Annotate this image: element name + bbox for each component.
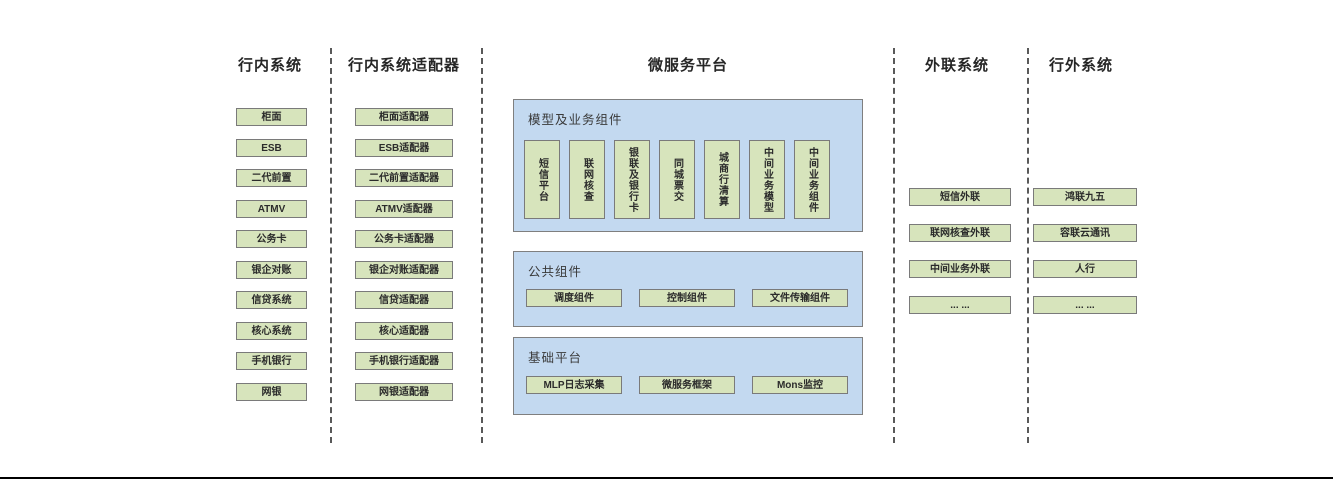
internal-system-box: 网银 (236, 382, 307, 401)
panel-base-platform: 基础平台 MLP日志采集微服务框架 Mons监控 (513, 337, 863, 415)
external-system-box: 人行 (1033, 260, 1137, 278)
internal-system-box: 公务卡 (236, 230, 307, 248)
internal-system-box: ESB (236, 138, 307, 157)
external-systems-list: 鸿联九五容联云通讯人行 ... ... (1033, 188, 1137, 314)
lane-separator (481, 48, 483, 443)
base-platform-box: MLP日志采集 (526, 376, 622, 394)
internal-systems-list: 柜面 ESB 二代前置 ATMV 公务卡银企对账信贷系统核心系统手机银行网银 (236, 108, 307, 401)
panel-label: 基础平台 (528, 351, 583, 365)
adapter-list: 柜面适配器 ESB适配器二代前置适配器 ATMV适配器公务卡适配器银企对账适配器信贷… (355, 108, 453, 401)
adapter-box: ATMV适配器 (355, 199, 453, 218)
panel-label: 公共组件 (528, 265, 583, 279)
internal-system-box: 信贷系统 (236, 291, 307, 309)
business-component-box: 银联及银行卡 (614, 140, 650, 219)
lane-separator (330, 48, 332, 443)
model-business-components-list: 短信平台联网核查银联及银行卡同城票交城商行清算中间业务模型中间业务组件 (524, 140, 830, 219)
internal-system-box: 核心系统 (236, 321, 307, 340)
panel-model-business-components: 模型及业务组件 短信平台联网核查银联及银行卡同城票交城商行清算中间业务模型中间业… (513, 99, 863, 232)
adapter-box: 信贷适配器 (355, 291, 453, 309)
adapter-box: 手机银行适配器 (355, 352, 453, 370)
lane-separator (1027, 48, 1029, 443)
base-platform-box: 微服务框架 (639, 376, 735, 394)
panel-label: 模型及业务组件 (528, 113, 623, 127)
adapter-box: 公务卡适配器 (355, 230, 453, 248)
adapter-box: 柜面适配器 (355, 108, 453, 126)
base-platform-box: Mons监控 (752, 376, 848, 394)
business-component-box: 短信平台 (524, 140, 560, 219)
lane-title-platform: 微服务平台 (647, 57, 729, 74)
common-component-box: 控制组件 (639, 289, 735, 307)
adapter-box: ESB适配器 (355, 138, 453, 157)
lane-title-external: 行外系统 (1048, 57, 1114, 74)
outreach-system-box: ... ... (909, 296, 1011, 314)
internal-system-box: 二代前置 (236, 169, 307, 187)
external-system-box: 容联云通讯 (1033, 224, 1137, 242)
panel-common-components: 公共组件 调度组件控制组件文件传输组件 (513, 251, 863, 327)
base-platform-list: MLP日志采集微服务框架 Mons监控 (526, 376, 848, 394)
lane-title-outreach: 外联系统 (924, 57, 990, 74)
internal-system-box: 手机银行 (236, 352, 307, 370)
business-component-box: 联网核查 (569, 140, 605, 219)
bottom-divider-line (0, 477, 1333, 479)
business-component-box: 中间业务组件 (794, 140, 830, 219)
outreach-system-box: 联网核查外联 (909, 224, 1011, 242)
adapter-box: 二代前置适配器 (355, 169, 453, 187)
lane-title-adapters: 行内系统适配器 (347, 57, 461, 74)
common-components-list: 调度组件控制组件文件传输组件 (526, 289, 848, 307)
external-system-box: 鸿联九五 (1033, 188, 1137, 206)
internal-system-box: ATMV (236, 199, 307, 218)
outreach-systems-list: 短信外联联网核查外联中间业务外联 ... ... (909, 188, 1011, 314)
internal-system-box: 银企对账 (236, 260, 307, 279)
adapter-box: 核心适配器 (355, 321, 453, 340)
internal-system-box: 柜面 (236, 108, 307, 126)
business-component-box: 城商行清算 (704, 140, 740, 219)
external-system-box: ... ... (1033, 296, 1137, 314)
lane-separator (893, 48, 895, 443)
common-component-box: 文件传输组件 (752, 289, 848, 307)
business-component-box: 中间业务模型 (749, 140, 785, 219)
common-component-box: 调度组件 (526, 289, 622, 307)
adapter-box: 网银适配器 (355, 382, 453, 401)
business-component-box: 同城票交 (659, 140, 695, 219)
outreach-system-box: 短信外联 (909, 188, 1011, 206)
adapter-box: 银企对账适配器 (355, 260, 453, 279)
outreach-system-box: 中间业务外联 (909, 260, 1011, 278)
lane-title-internal: 行内系统 (237, 57, 303, 74)
